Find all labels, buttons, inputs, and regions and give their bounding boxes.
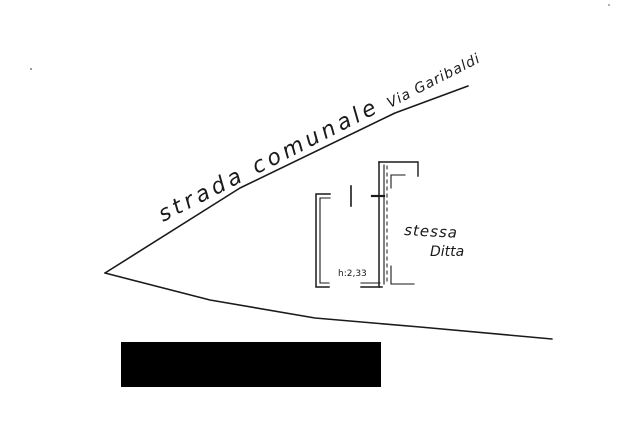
neighbor-label-line2: Ditta	[430, 244, 464, 260]
scan-speck	[608, 4, 610, 6]
road-label: strada comunale	[154, 94, 384, 228]
height-note: h:2,33	[338, 269, 367, 279]
redaction-bar	[121, 342, 381, 387]
building-outline	[315, 161, 419, 288]
street-label: Via Garibaldi	[385, 51, 484, 112]
neighbor-label-line1: stessa	[404, 221, 459, 242]
road-upper-edge	[104, 85, 469, 274]
road-lower-edge	[104, 272, 553, 340]
scan-speck	[30, 68, 32, 70]
